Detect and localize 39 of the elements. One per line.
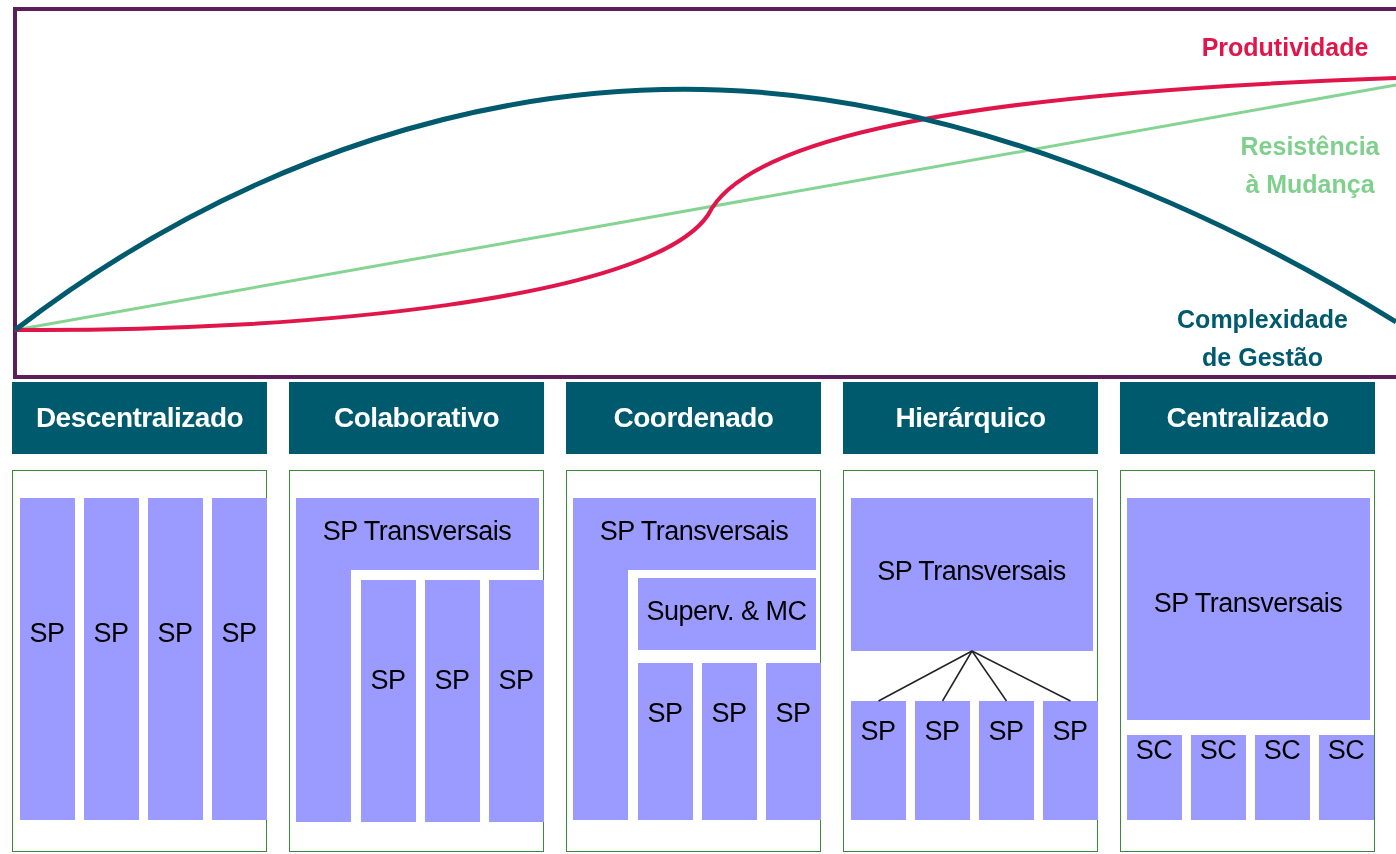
- unit-box: SP: [701, 662, 757, 820]
- model-header: Descentralizado: [12, 382, 267, 454]
- connector-line: [971, 650, 1008, 702]
- unit-box: SP: [424, 579, 480, 822]
- unit-box: SP: [211, 497, 267, 820]
- model-header: Colaborativo: [289, 382, 544, 454]
- unit-box: SC: [1318, 734, 1374, 820]
- model-header: Hierárquico: [843, 382, 1098, 454]
- unit-box: SP: [765, 662, 821, 820]
- unit-box: SC: [1254, 734, 1310, 820]
- unit-box: SP Transversais: [850, 497, 1093, 651]
- unit-box: SP: [147, 497, 203, 820]
- model-panel: [12, 470, 267, 852]
- unit-box: SP: [978, 700, 1034, 820]
- unit-box: SP: [637, 662, 693, 820]
- node-label: SP Transversais: [322, 515, 512, 546]
- curve-label: Produtividade: [1200, 32, 1370, 63]
- unit-box: SP Transversais: [1126, 497, 1370, 720]
- unit-box: SC: [1126, 734, 1182, 820]
- unit-box: SP: [83, 497, 139, 820]
- model-panel: [289, 470, 544, 852]
- unit-box: SP: [19, 497, 75, 820]
- unit-box: SP: [850, 700, 906, 820]
- curve-label: Resistência à Mudança: [1239, 131, 1381, 200]
- model-header: Centralizado: [1120, 382, 1375, 454]
- connector-line: [971, 650, 1072, 702]
- unit-box: SP: [914, 700, 970, 820]
- curve-label: Complexidade de Gestão: [1176, 304, 1349, 373]
- model-panel: [566, 470, 821, 852]
- connector-line: [877, 650, 973, 702]
- unit-box: SP: [1042, 700, 1098, 820]
- unit-box: Superv. & MC: [637, 577, 816, 650]
- unit-box: SP: [360, 579, 416, 822]
- connector-line: [941, 650, 973, 702]
- unit-box: SC: [1190, 734, 1246, 820]
- model-panel: [1120, 470, 1375, 852]
- model-header: Coordenado: [566, 382, 821, 454]
- unit-box: SP: [488, 579, 544, 822]
- model-panel: [843, 470, 1098, 852]
